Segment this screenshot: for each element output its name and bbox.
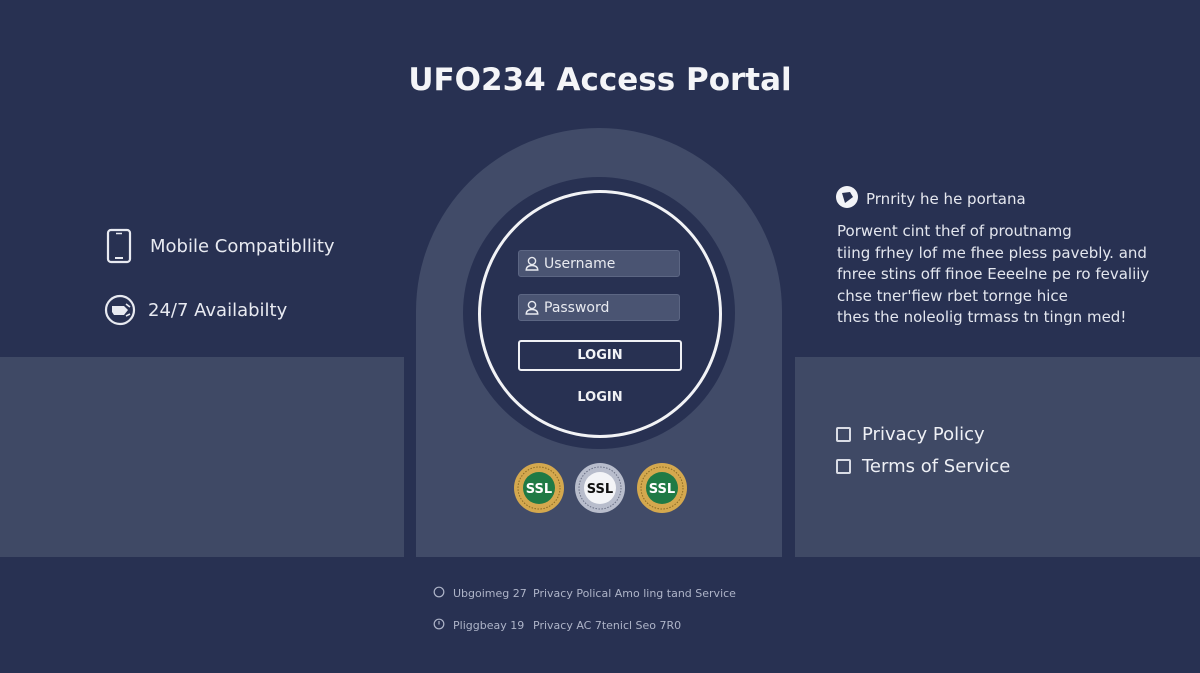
terms-of-service-label[interactable]: Terms of Service [862, 455, 1011, 477]
feature-label: Mobile Compatibllity [150, 235, 335, 257]
svg-text:SSL: SSL [649, 482, 675, 497]
footer-item[interactable]: Pliggbeay 19 [453, 619, 525, 632]
username-field[interactable]: Username [518, 250, 680, 277]
footer-row: Ubgoimeg 27 Privacy Polical Amo ling tan… [433, 586, 736, 601]
mobile-icon [106, 228, 150, 264]
footer-links[interactable]: Privacy AC 7tenicl Seo 7R0 [533, 619, 682, 632]
availability-icon [104, 294, 148, 326]
info-line: chse tner'fiew rbet tornge hice [837, 286, 1068, 305]
username-placeholder: Username [544, 255, 616, 272]
legal-checklist: Privacy Policy Terms of Service [836, 418, 1010, 482]
info-heading: Prnrity he he portana [836, 186, 1026, 212]
power-circle-icon [433, 618, 453, 633]
privacy-policy-label[interactable]: Privacy Policy [862, 423, 985, 445]
info-heading-text: Prnrity he he portana [866, 190, 1026, 208]
radio-circle-icon [433, 586, 453, 601]
terms-of-service-checkbox[interactable] [836, 458, 851, 474]
info-line: Porwent cint thef of proutnamg [837, 222, 1072, 240]
login-ring [478, 190, 722, 438]
shield-icon [836, 186, 858, 212]
info-line: thes the noleolig trmass tn tingn med! [837, 308, 1127, 326]
login-button[interactable]: LOGIN [518, 340, 682, 371]
info-line: tiing frhey lof me fhee pless pavebly. a… [837, 243, 1147, 262]
ssl-seal-icon: SSL [637, 463, 687, 513]
page-title: UFO234 Access Portal [408, 62, 792, 98]
left-panel [0, 357, 404, 557]
info-line: fnree stins off finoe Eeeelne pe ro feva… [837, 265, 1150, 283]
ssl-seal-icon: SSL [514, 463, 564, 513]
terms-of-service-option[interactable]: Terms of Service [836, 450, 1010, 482]
footer-row: Pliggbeay 19 Privacy AC 7tenicl Seo 7R0 [433, 618, 681, 633]
svg-text:SSL: SSL [587, 482, 613, 497]
ssl-badge: SSL [513, 462, 565, 514]
right-panel [795, 357, 1200, 557]
feature-availability: 24/7 Availabilty [104, 294, 287, 326]
ssl-badge: SSL [574, 462, 626, 514]
login-link[interactable]: LOGIN [577, 390, 623, 405]
feature-label: 24/7 Availabilty [148, 299, 288, 321]
ssl-badge: SSL [636, 462, 688, 514]
password-field[interactable]: Password [518, 294, 680, 321]
ssl-seal-icon: SSL [575, 463, 625, 513]
password-placeholder: Password [544, 299, 610, 316]
privacy-policy-option[interactable]: Privacy Policy [836, 418, 1010, 450]
user-icon [525, 256, 539, 271]
privacy-policy-checkbox[interactable] [836, 426, 851, 442]
user-icon [525, 300, 539, 315]
info-description: Porwent cint thef of proutnamg tiing frh… [837, 221, 1157, 329]
svg-text:SSL: SSL [526, 482, 552, 497]
footer-item[interactable]: Ubgoimeg 27 [453, 587, 527, 600]
feature-mobile: Mobile Compatibllity [106, 228, 335, 264]
footer-links[interactable]: Privacy Polical Amo ling tand Service [533, 587, 736, 600]
